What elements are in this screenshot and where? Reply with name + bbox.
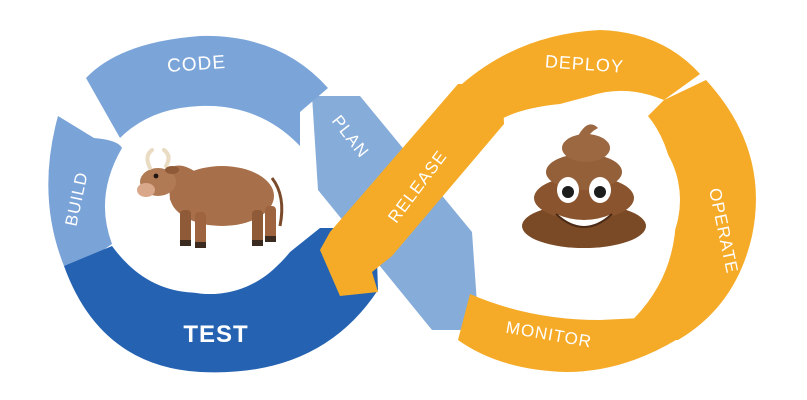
cow-icon	[137, 148, 284, 248]
release-arrow	[320, 76, 504, 296]
test-label: TEST	[183, 321, 248, 348]
build-segment	[48, 116, 122, 266]
deploy-segment	[462, 30, 700, 120]
operate-segment	[624, 80, 756, 340]
code-segment	[86, 35, 328, 146]
monitor-segment	[458, 294, 676, 372]
test-segment	[64, 228, 378, 373]
code-label: CODE	[167, 52, 227, 77]
pile-of-poo-icon	[522, 124, 646, 248]
